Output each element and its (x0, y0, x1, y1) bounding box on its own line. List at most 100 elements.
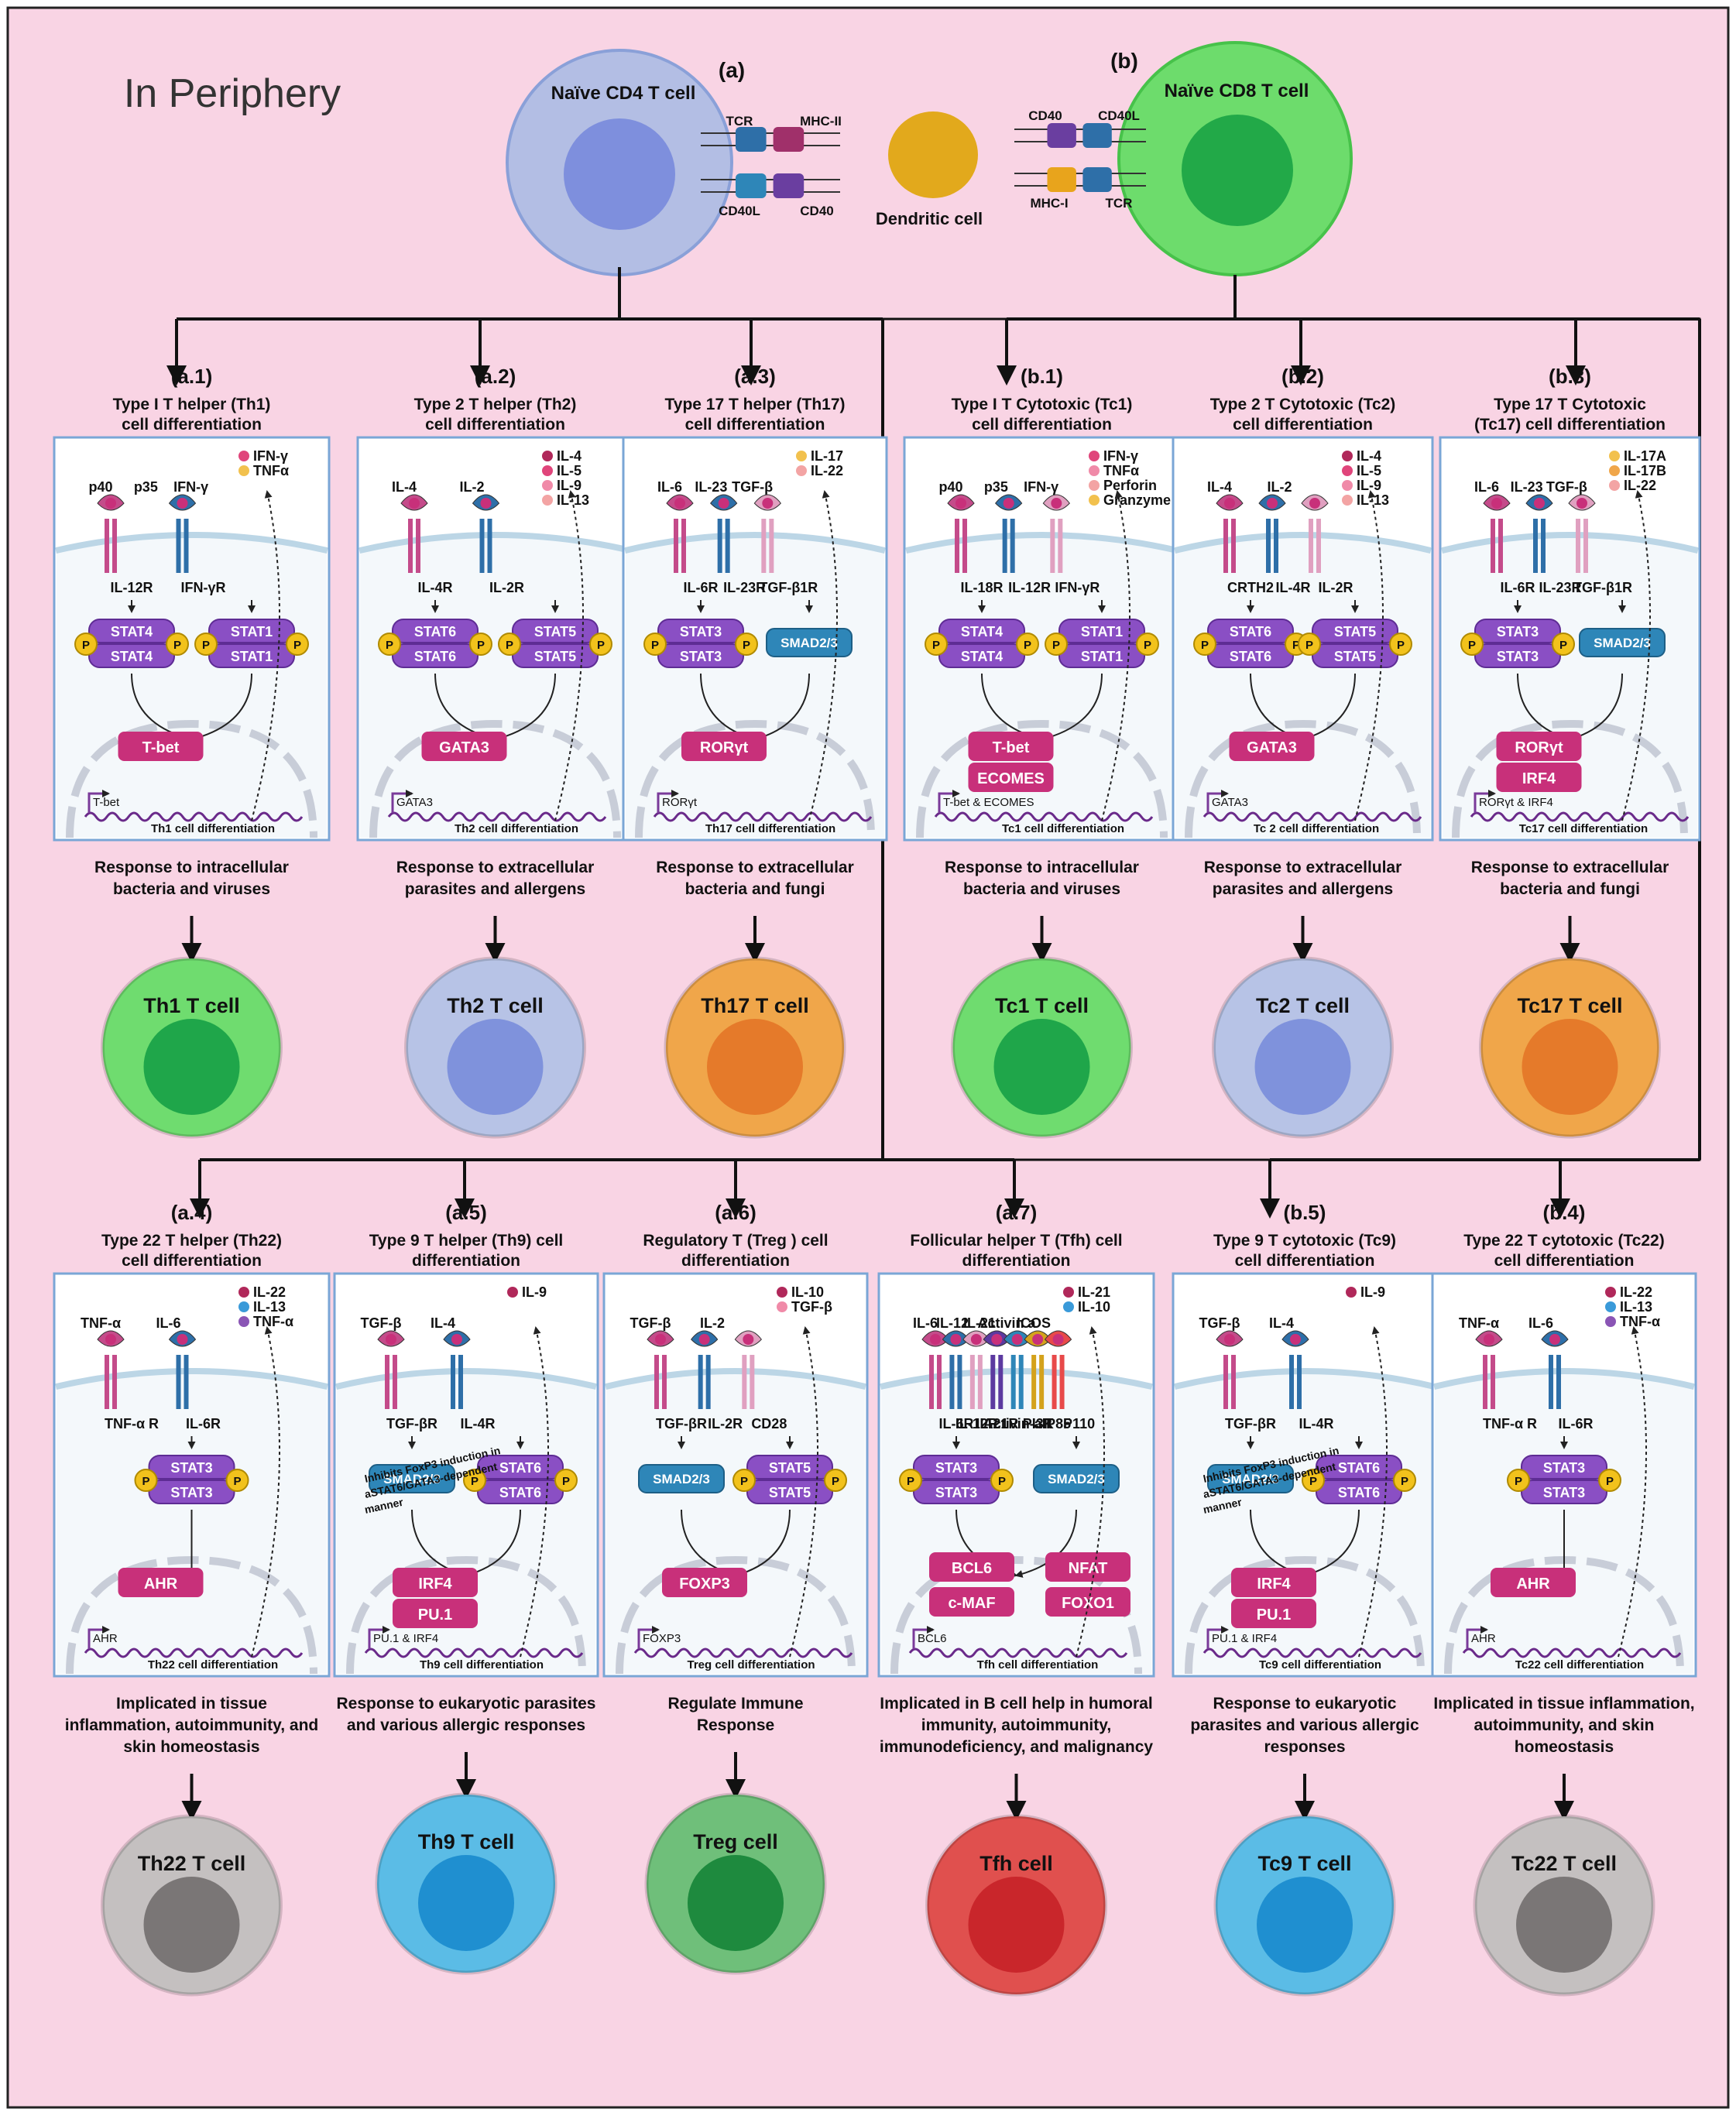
cytokine-dot (507, 1287, 518, 1298)
receptor-chain (112, 519, 117, 573)
result-cell-nucleus (418, 1855, 514, 1951)
cytokine-dot (1605, 1316, 1616, 1327)
panel-title: differentiation (412, 1252, 520, 1270)
smad-label: SMAD2/3 (1048, 1472, 1105, 1486)
stat-label: STAT1 (231, 624, 273, 639)
cytokine-dot (1089, 465, 1100, 476)
phosphate-icon (74, 633, 98, 656)
nucleus-envelope (369, 719, 621, 838)
cytokine-dot (1605, 1287, 1616, 1298)
transcription-factor-label: NFAT (1069, 1560, 1108, 1577)
phosphate-label: P (743, 639, 750, 652)
stat-label: STAT6 (1338, 1460, 1380, 1476)
stat-protein-bottom (746, 1480, 833, 1504)
receptor-chain (479, 519, 485, 573)
transcription-factor (968, 763, 1054, 792)
panel-title: Type 22 T cytotoxic (Tc22) (1463, 1232, 1664, 1250)
phosphate-label: P (1515, 1475, 1522, 1488)
receptor-chain (1018, 1355, 1024, 1409)
promoter-arrow (1466, 1626, 1488, 1649)
gene-label: AHR (1471, 1632, 1496, 1645)
secretion-arrow (1076, 1326, 1105, 1658)
phosphate-label: P (1468, 639, 1476, 652)
receptor-chain (681, 519, 686, 573)
stat-label: STAT6 (499, 1460, 541, 1476)
phosphate-label: P (907, 1475, 914, 1488)
stat-protein-bottom (1474, 643, 1561, 668)
ligand-dot (1549, 1334, 1560, 1345)
receptor-label: IL-21R (976, 1416, 1018, 1432)
phosphate-label: P (1309, 1475, 1317, 1488)
phosphate-label: P (82, 639, 90, 652)
smad-label: SMAD2/3 (653, 1472, 710, 1486)
ligand-dot (177, 498, 188, 509)
ligand-label: IL-23 (695, 479, 727, 495)
ligand-dot (177, 1334, 188, 1345)
stat-label: STAT3 (680, 624, 722, 639)
cd40-label-right: CD40 (1028, 108, 1062, 123)
panel-b5: (b.5)Type 9 T cytotoxic (Tc9)cell differ… (1172, 1201, 1438, 1997)
phosphate-icon (1552, 633, 1575, 656)
secretion-arrow (251, 1326, 280, 1658)
response-label: autoimmunity, and skin (1474, 1716, 1655, 1734)
stat-label: STAT3 (1543, 1485, 1585, 1500)
receptor-label: IL-6R (939, 1416, 974, 1432)
result-cell-label: Th9 T cell (418, 1830, 515, 1853)
ligand-dot (655, 1334, 666, 1345)
receptor-label: CRTH2 (1227, 580, 1274, 595)
secretion-arrow (1101, 490, 1130, 821)
gene-label: GATA3 (396, 796, 433, 809)
ligand-dot (1011, 1334, 1023, 1345)
main-frame (6, 6, 1730, 2109)
nucleus-envelope (1185, 719, 1421, 838)
ligand-label: IFN-γ (1024, 479, 1058, 495)
signal-arrow (493, 673, 556, 742)
transcription-factor-label: RORγt (700, 739, 749, 756)
response-label: bacteria and viruses (963, 880, 1120, 898)
stat-protein-top (148, 1455, 235, 1480)
response-label: parasites and various allergic (1190, 1716, 1419, 1734)
phosphate-icon (899, 1469, 922, 1492)
panel-a4: (a.4)Type 22 T helper (Th22)cell differe… (53, 1201, 331, 1997)
panel-tag: (b.2) (1281, 365, 1324, 388)
cytokine-dot (1609, 480, 1620, 491)
stat-label: STAT1 (1081, 649, 1123, 664)
receptor-chain (769, 519, 774, 573)
transcription-factor-label: IRF4 (1522, 770, 1556, 787)
phosphate-label: P (562, 1475, 570, 1488)
receptor-chain (717, 519, 722, 573)
cd40l-label-right: CD40L (1098, 108, 1140, 123)
receptor-label: IL-4R (418, 580, 453, 595)
panel-title: Type 22 T helper (Th22) (101, 1232, 282, 1250)
ligand-label: TNF-α (1459, 1315, 1499, 1331)
receptor-chain (742, 1355, 747, 1409)
cytokine-dot (238, 1287, 249, 1298)
ligand-label: TGF-β (630, 1315, 671, 1331)
stat-label: STAT4 (961, 649, 1003, 664)
receptor-label: IL-12R (1008, 580, 1051, 595)
response-label: Regulate Immune (667, 1695, 803, 1713)
result-cell-nucleus (1522, 1019, 1618, 1115)
cytokine-dot (542, 480, 553, 491)
phosphate-icon (1389, 633, 1412, 656)
response-label: Implicated in B cell help in humoral (880, 1695, 1152, 1713)
phosphate-label: P (740, 1475, 748, 1488)
result-cell-nucleus (143, 1019, 240, 1115)
ligand-label: p35 (984, 479, 1008, 495)
result-cell-label: Th1 T cell (143, 994, 240, 1017)
receptor-chain (451, 1355, 455, 1409)
receptor-chain (962, 519, 967, 573)
response-label: Response to extracellular (656, 859, 854, 876)
receptor-chain (408, 519, 413, 573)
response-label: immunodeficiency, and malignancy (880, 1738, 1154, 1756)
gene-label: GATA3 (1212, 796, 1248, 809)
cytokine-label: IFN-γ (1103, 448, 1138, 464)
ligand-dot (1224, 498, 1235, 509)
cytokine-dot (238, 451, 249, 461)
smad-protein (369, 1464, 455, 1493)
secretion-arrow (554, 490, 584, 821)
cytokine-label: IL-5 (1357, 463, 1381, 478)
ligand-dot (1484, 1334, 1494, 1345)
ligand-label: IL-2 (700, 1315, 725, 1331)
